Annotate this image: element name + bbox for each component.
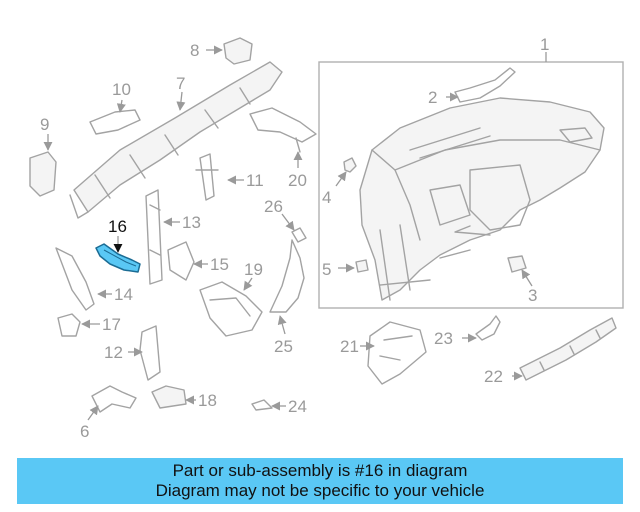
label-23: 23 xyxy=(434,329,453,348)
part-20 xyxy=(249,107,317,168)
part-11 xyxy=(195,153,244,201)
label-4: 4 xyxy=(322,188,331,207)
part-4 xyxy=(335,157,357,187)
label-24: 24 xyxy=(288,397,307,416)
label-2: 2 xyxy=(428,88,437,107)
part-3 xyxy=(507,255,533,287)
part-10 xyxy=(89,99,141,135)
label-10: 10 xyxy=(112,80,131,99)
label-6: 6 xyxy=(80,422,89,441)
banner-line-1: Part or sub-assembly is #16 in diagram xyxy=(172,461,468,480)
part-2 xyxy=(446,67,516,103)
label-14: 14 xyxy=(114,285,133,304)
label-25: 25 xyxy=(274,337,293,356)
label-1: 1 xyxy=(540,35,549,54)
label-7: 7 xyxy=(176,74,185,93)
part-26 xyxy=(281,213,307,243)
part-24 xyxy=(251,399,286,411)
label-8: 8 xyxy=(190,41,199,60)
banner-line-2: Diagram may not be specific to your vehi… xyxy=(155,481,485,500)
label-22: 22 xyxy=(484,367,503,386)
part-8 xyxy=(206,37,253,65)
label-13: 13 xyxy=(182,213,201,232)
label-11: 11 xyxy=(246,171,264,190)
dashboard-assembly-group xyxy=(318,52,624,309)
part-25 xyxy=(269,239,305,335)
label-17: 17 xyxy=(102,315,121,334)
label-16: 16 xyxy=(108,217,127,236)
parts-diagram: 1 2 3 4 5 6 7 8 9 10 11 12 13 14 15 16 1… xyxy=(29,35,624,441)
dashboard-panel xyxy=(359,97,605,301)
part-6 xyxy=(87,385,137,421)
label-19: 19 xyxy=(244,260,263,279)
part-9 xyxy=(29,134,57,197)
label-12: 12 xyxy=(104,343,123,362)
part-16-highlighted xyxy=(95,236,141,273)
part-14 xyxy=(55,247,112,311)
part-5 xyxy=(338,259,369,273)
part-17 xyxy=(57,313,100,337)
part-15 xyxy=(167,241,208,281)
part-19 xyxy=(199,277,263,337)
label-21: 21 xyxy=(340,337,359,356)
part-22 xyxy=(512,317,617,381)
label-20: 20 xyxy=(288,171,307,190)
part-23 xyxy=(462,315,501,343)
info-banner: Part or sub-assembly is #16 in diagram D… xyxy=(17,458,623,504)
part-12 xyxy=(128,325,161,381)
label-26: 26 xyxy=(264,197,283,216)
part-7-cross-beam xyxy=(69,61,283,219)
label-9: 9 xyxy=(40,115,49,134)
part-18 xyxy=(151,385,196,409)
label-5: 5 xyxy=(322,260,331,279)
label-18: 18 xyxy=(198,391,217,410)
part-21 xyxy=(360,321,427,385)
label-3: 3 xyxy=(528,286,537,305)
label-15: 15 xyxy=(210,255,229,274)
dashboard-frame xyxy=(318,61,624,309)
part-13 xyxy=(145,189,180,285)
